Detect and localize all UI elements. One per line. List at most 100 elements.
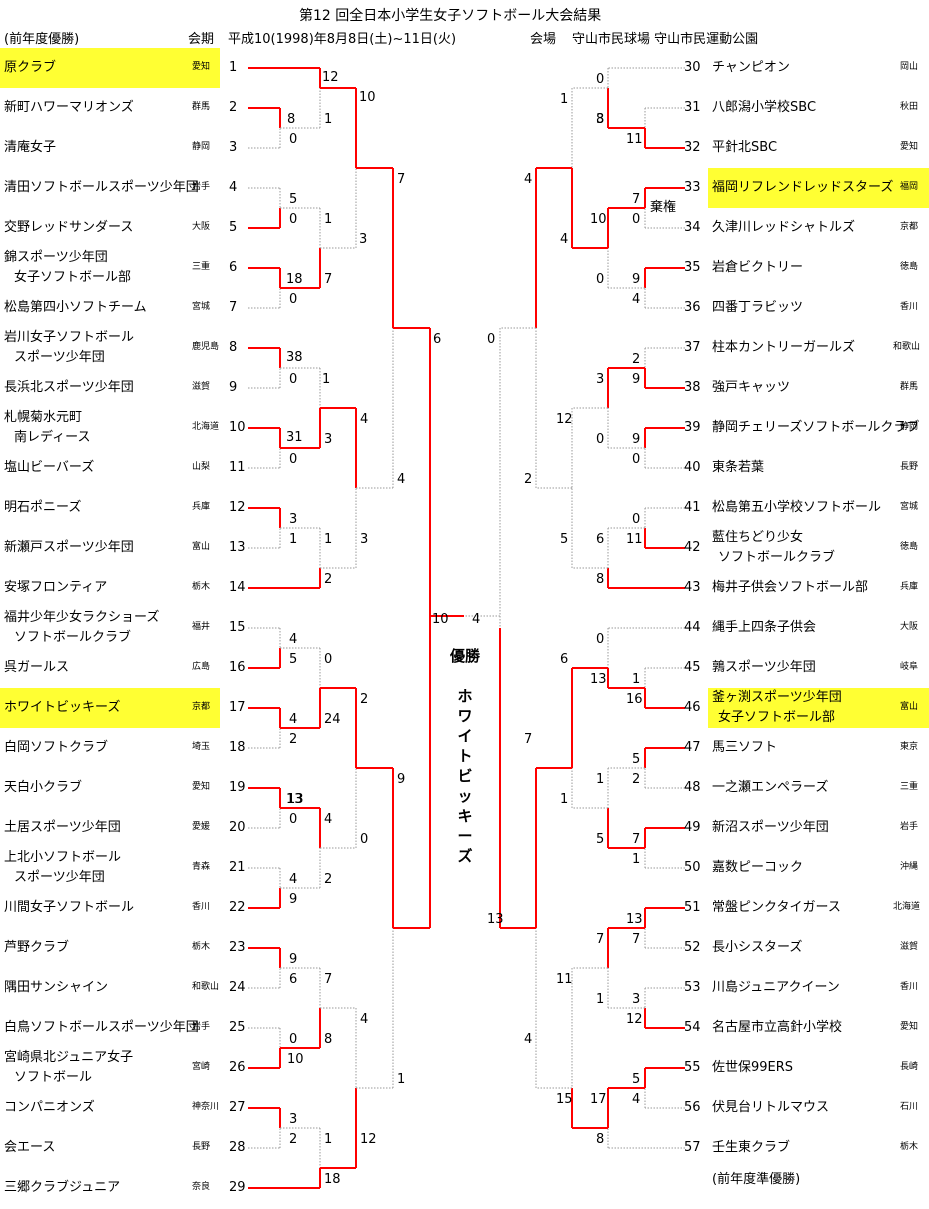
winner-highlight [0,688,220,728]
team-name: ホワイトビッキーズ [4,700,121,715]
venues: 守山市民球場 守山市民運動公園 [572,32,759,47]
match-score: 2 [632,352,641,367]
team-name: 嘉数ピーコック [712,860,804,875]
team-prefecture: 青森 [192,862,211,872]
match-score: 12 [626,1012,643,1027]
team-prefecture: 宮城 [192,302,211,312]
team-name: 松島第四小ソフトチーム [4,300,147,315]
winner-highlight [708,168,929,208]
team-name: 静岡チェリーズソフトボールクラブ [712,420,920,435]
prev-winner-label: (前年度優勝) [4,32,80,47]
match-score: 8 [596,112,605,127]
match-score: 10 [287,1052,304,1067]
match-score: 7 [596,932,605,947]
team-prefecture: 徳島 [900,542,919,552]
match-score: 9 [632,432,641,447]
champion-name-char: ズ [457,847,473,865]
team-name: 原クラブ [4,60,57,75]
team-name: 松島第五小学校ソフトボール [712,500,882,515]
prev-runner-up-label: (前年度準優勝) [712,1172,801,1187]
match-score: 0 [289,1032,298,1047]
match-score: 0 [596,72,605,87]
team-number: 8 [229,340,238,355]
match-score: 棄権 [650,200,677,215]
match-score: 7 [632,832,641,847]
team-prefecture: 広島 [192,662,211,672]
team-name: チャンピオン [712,60,790,75]
team-name: 明石ポニーズ [4,500,82,515]
team-name: 久津川レッドシャトルズ [712,220,856,235]
match-score: 0 [632,452,641,467]
team-number: 51 [684,900,701,915]
match-score: 12 [556,412,573,427]
team-number: 54 [684,1020,701,1035]
team-name: 壬生東クラブ [712,1140,791,1155]
match-score: 0 [324,652,333,667]
match-score: 0 [289,132,298,147]
match-score: 7 [632,932,641,947]
team-name: 上北小ソフトボール [4,850,122,865]
match-score: 1 [324,212,333,227]
team-prefecture: 大阪 [900,622,919,632]
team-prefecture: 三重 [900,782,919,792]
team-number: 16 [229,660,246,675]
team-prefecture: 三重 [192,262,211,272]
match-score: 3 [596,112,605,127]
match-score: 4 [289,632,298,647]
team-prefecture: 東京 [900,742,919,752]
match-score: 4 [289,712,298,727]
team-name: 梅井子供会ソフトボール部 [712,580,869,595]
match-score: 1 [397,1072,406,1087]
team-prefecture: 群馬 [192,102,211,112]
team-name: 清庵女子 [4,140,57,155]
match-score: 10 [359,90,376,105]
match-score: 5 [596,832,605,847]
team-name: 長浜北スポーツ少年団 [4,380,134,395]
team-name: 常盤ピンクタイガース [712,900,841,915]
team-prefecture: 京都 [900,222,919,232]
team-number: 44 [684,620,701,635]
team-name: コンパニオンズ [4,1100,95,1115]
team-number: 49 [684,820,701,835]
team-name: 四番丁ラビッツ [712,300,804,315]
team-number: 15 [229,620,246,635]
match-score: 17 [590,1092,607,1107]
match-score: 8 [596,1132,605,1147]
team-name: 天白小クラブ [4,780,83,795]
team-prefecture: 宮城 [900,502,919,512]
team-prefecture: 長崎 [900,1062,919,1072]
final-score-right: 4 [472,612,481,627]
match-score: 5 [289,192,298,207]
team-number: 19 [229,780,246,795]
period-label: 会期 [188,32,215,47]
team-prefecture: 静岡 [900,422,919,432]
match-score: 8 [596,572,605,587]
page-title: 第12 回全日本小学生女子ソフトボール大会結果 [299,8,602,24]
match-score: 7 [524,732,533,747]
match-score: 8 [287,112,296,127]
match-score: 4 [289,872,298,887]
match-score: 5 [560,532,569,547]
team-prefecture: 宮崎 [192,1062,211,1072]
match-score: 16 [626,692,643,707]
match-score: 4 [360,412,369,427]
team-number: 55 [684,1060,701,1075]
team-name: 東条若葉 [712,460,765,475]
match-score: 2 [524,472,533,487]
champion-name-char: ホ [457,687,473,705]
match-score: 2 [324,872,333,887]
match-score: 0 [289,292,298,307]
team-prefecture: 栃木 [192,942,211,952]
match-score: 9 [397,772,406,787]
team-name: 新瀬戸スポーツ少年団 [4,540,134,555]
team-name: 新沼スポーツ少年団 [712,820,829,835]
team-number: 40 [684,460,701,475]
team-prefecture: 徳島 [900,262,919,272]
team-prefecture: 福岡 [900,182,919,192]
team-number: 28 [229,1140,246,1155]
team-number: 5 [229,220,238,235]
match-score: 3 [359,232,368,247]
team-number: 52 [684,940,701,955]
match-score: 7 [632,192,641,207]
match-score: 1 [324,112,333,127]
